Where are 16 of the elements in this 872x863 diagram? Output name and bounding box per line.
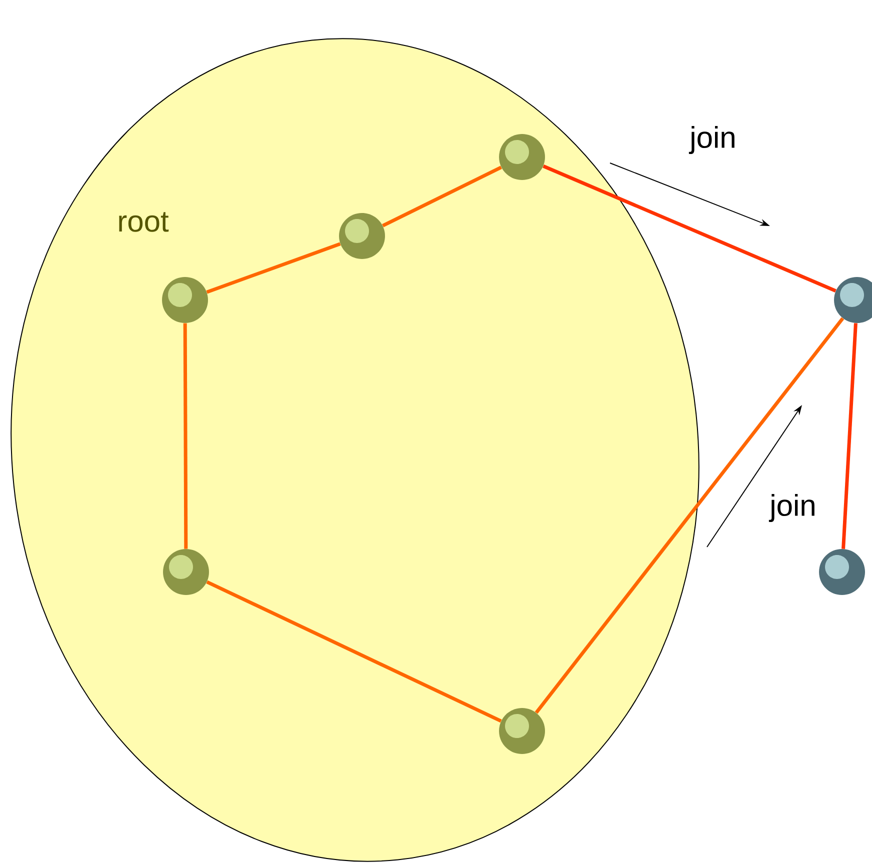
node-ball xyxy=(339,213,385,259)
node-ball xyxy=(499,708,545,754)
line xyxy=(206,580,502,723)
node-ball xyxy=(163,549,209,595)
text-label: join xyxy=(688,126,734,154)
line xyxy=(382,166,502,228)
line xyxy=(206,242,341,294)
text-label: root xyxy=(119,212,169,232)
node-ball xyxy=(499,134,545,180)
line xyxy=(542,164,836,292)
node-ball xyxy=(819,549,865,595)
line xyxy=(842,323,858,549)
line xyxy=(183,323,188,549)
line xyxy=(534,317,844,714)
text-label: join xyxy=(768,494,814,522)
node-ball xyxy=(162,277,208,323)
